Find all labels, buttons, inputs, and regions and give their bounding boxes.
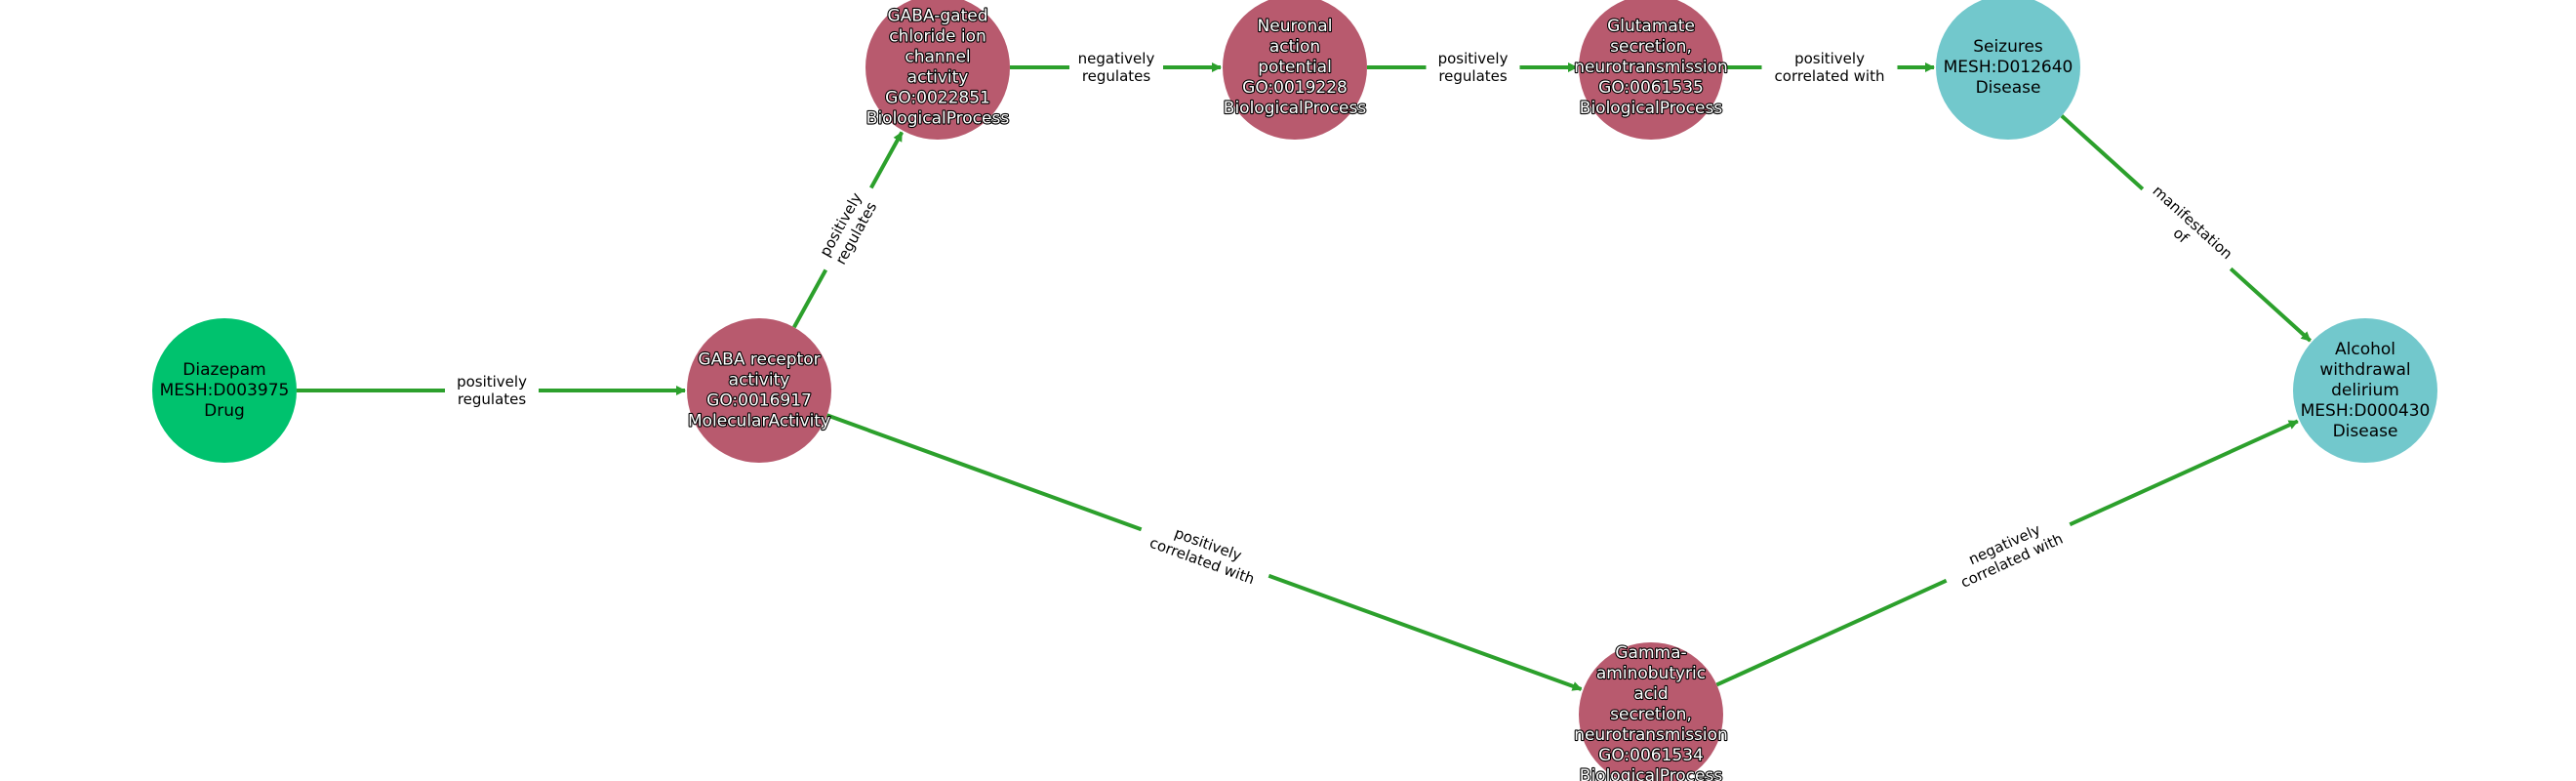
edge-label-background	[807, 178, 890, 280]
edge-label-line: negatively	[1078, 50, 1155, 67]
node-gaba-gated-chloride-channel-circle	[865, 0, 1010, 140]
node-glutamate-secretion-label-line: GO:0061535	[1598, 78, 1704, 98]
node-gaba-gated-chloride-channel-label-line: chloride ion	[889, 27, 986, 47]
node-neuronal-action-potential: NeuronalactionpotentialGO:0019228Biologi…	[1223, 0, 1367, 140]
edge-label-line: positively	[1438, 50, 1509, 67]
node-alcohol-withdrawal-delirium-label-line: MESH:D000430	[2301, 401, 2431, 421]
edge-label-line: regulates	[1082, 67, 1151, 85]
node-alcohol-withdrawal-delirium-circle	[2293, 318, 2437, 463]
edge-label-background	[2128, 174, 2245, 284]
node-diazepam-label-line: Diazepam	[182, 360, 265, 380]
node-neuronal-action-potential-circle	[1223, 0, 1367, 140]
node-diazepam-label-line: Drug	[204, 401, 245, 421]
node-glutamate-secretion-label-line: BiologicalProcess	[1580, 99, 1723, 118]
edge-label-line: regulates	[1438, 67, 1508, 85]
edge-label-line: positively	[457, 373, 527, 390]
edges-layer	[297, 62, 2312, 691]
edge-labels-layer: positivelyregulatespositivelyregulatesne…	[445, 47, 2245, 599]
node-gaba-receptor-activity-label-line: GO:0016917	[706, 391, 812, 411]
edge-label-background	[1761, 47, 1898, 88]
node-gaba-secretion-circle	[1579, 642, 1723, 781]
node-glutamate-secretion-label-line: secretion,	[1610, 37, 1692, 57]
node-diazepam-circle	[152, 318, 297, 463]
node-gaba-secretion-label-line: neurotransmission	[1574, 725, 1728, 745]
node-gaba-secretion-label-line: acid	[1633, 684, 1668, 704]
edge-label-background	[1426, 47, 1520, 88]
node-gaba-secretion-label-line: secretion,	[1610, 705, 1692, 724]
node-gaba-secretion-label-line: BiologicalProcess	[1580, 766, 1723, 781]
node-neuronal-action-potential-label-line: GO:0019228	[1242, 78, 1348, 98]
node-gaba-receptor-activity-label-line: MolecularActivity	[688, 412, 830, 432]
node-neuronal-action-potential-label-line: potential	[1258, 58, 1332, 77]
node-gaba-receptor-activity-circle	[687, 318, 831, 463]
node-gaba-receptor-activity-label-line: GABA receptor	[698, 350, 820, 370]
node-gaba-gated-chloride-channel-label-line: BiologicalProcess	[866, 109, 1010, 129]
node-glutamate-secretion: Glutamatesecretion,neurotransmissionGO:0…	[1573, 0, 1729, 140]
node-glutamate-secretion-circle	[1579, 0, 1723, 140]
node-glutamate-secretion-label-line: neurotransmission	[1574, 58, 1728, 77]
node-alcohol-withdrawal-delirium-label-line: Alcohol	[2335, 340, 2395, 359]
edge-label-line: correlated with	[1775, 67, 1885, 85]
node-gaba-secretion-label-line: aminobutyric	[1596, 664, 1706, 683]
node-alcohol-withdrawal-delirium-label-line: withdrawal	[2319, 360, 2410, 380]
node-alcohol-withdrawal-delirium-label-line: Disease	[2333, 422, 2398, 441]
node-gaba-secretion-label-line: GO:0061534	[1598, 746, 1704, 765]
node-neuronal-action-potential-label-line: Neuronal	[1258, 17, 1333, 36]
node-gaba-secretion: Gamma-aminobutyricacidsecretion,neurotra…	[1573, 642, 1729, 781]
node-gaba-gated-chloride-channel-label-line: GABA-gated	[888, 7, 988, 26]
node-seizures-label-line: MESH:D012640	[1944, 58, 2073, 77]
node-alcohol-withdrawal-delirium-label-line: delirium	[2331, 381, 2399, 400]
edge-label-line: regulates	[458, 390, 527, 408]
node-seizures-label-line: Disease	[1976, 78, 2041, 98]
edge-label-line: positively	[1794, 50, 1865, 67]
node-alcohol-withdrawal-delirium: AlcoholwithdrawaldeliriumMESH:D000430Dis…	[2293, 318, 2437, 463]
node-diazepam-label-line: MESH:D003975	[160, 381, 290, 400]
node-gaba-receptor-activity: GABA receptoractivityGO:0016917Molecular…	[687, 318, 831, 463]
node-neuronal-action-potential-label-line: action	[1269, 37, 1320, 57]
node-gaba-gated-chloride-channel-label-line: GO:0022851	[885, 89, 990, 108]
edge-label-background	[1134, 510, 1276, 596]
node-gaba-gated-chloride-channel-label-line: activity	[907, 68, 969, 88]
node-gaba-secretion-label-line: Gamma-	[1615, 643, 1686, 663]
node-gaba-receptor-activity-label-line: activity	[729, 371, 790, 390]
node-glutamate-secretion-label-line: Glutamate	[1607, 17, 1695, 36]
edge-label-background	[1938, 506, 2078, 599]
node-neuronal-action-potential-label-line: BiologicalProcess	[1224, 99, 1367, 118]
node-seizures-circle	[1936, 0, 2080, 140]
node-gaba-gated-chloride-channel-label-line: channel	[905, 48, 970, 67]
node-seizures-label-line: Seizures	[1973, 37, 2043, 57]
edge-label-background	[1069, 47, 1163, 88]
edge-label-background	[445, 370, 539, 411]
